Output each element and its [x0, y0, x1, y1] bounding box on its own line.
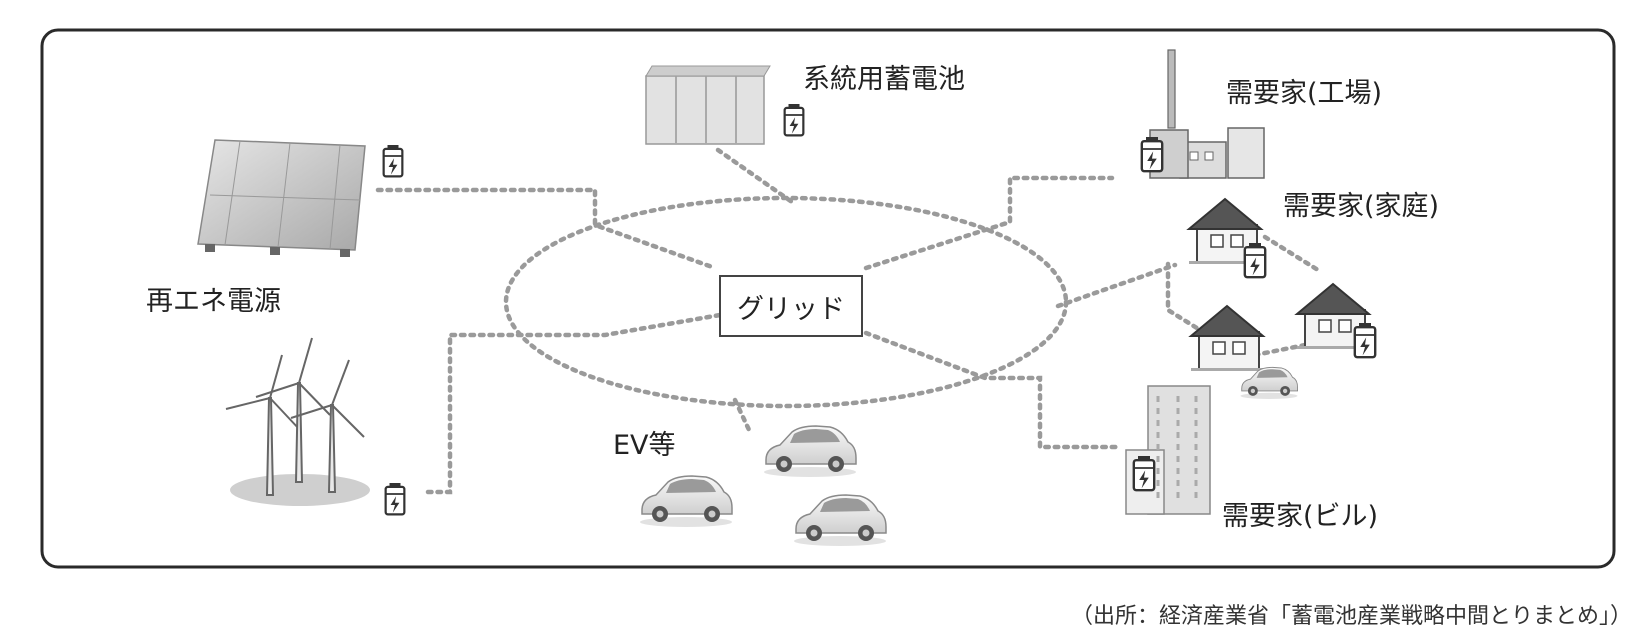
battery-icon: [1140, 137, 1164, 173]
factory-icon: [1149, 49, 1265, 179]
car-icon: [1240, 366, 1298, 400]
label-ev: EV等: [613, 430, 676, 461]
battery-icon: [783, 104, 805, 137]
label-home: 需要家(家庭): [1283, 191, 1440, 222]
battery-icon: [1243, 243, 1267, 279]
solar-panel-icon: [197, 139, 366, 257]
battery-icon: [1132, 456, 1156, 492]
label-grid: グリッド: [737, 293, 845, 325]
car-icon: [763, 425, 857, 478]
battery-icon: [384, 483, 406, 516]
label-factory: 需要家(工場): [1226, 78, 1383, 109]
dotted-connections: [375, 147, 1321, 495]
diagram-frame: [40, 28, 1616, 569]
car-icon: [639, 475, 733, 528]
house-icon: [1190, 305, 1264, 372]
wind-turbine-icon: [225, 337, 370, 506]
label-renewable: 再エネ電源: [146, 286, 281, 317]
battery-icon: [382, 145, 404, 178]
label-building: 需要家(ビル): [1222, 501, 1379, 532]
battery-rack-icon: [645, 65, 771, 145]
source-caption: （出所：経済産業省「蓄電池産業戦略中間とりまとめ」）: [1070, 604, 1632, 629]
grid-box: グリッド: [719, 275, 863, 337]
label-grid-storage: 系統用蓄電池: [803, 64, 965, 95]
battery-icon: [1353, 323, 1377, 359]
car-icon: [793, 494, 887, 547]
building-icon: [1125, 385, 1211, 515]
